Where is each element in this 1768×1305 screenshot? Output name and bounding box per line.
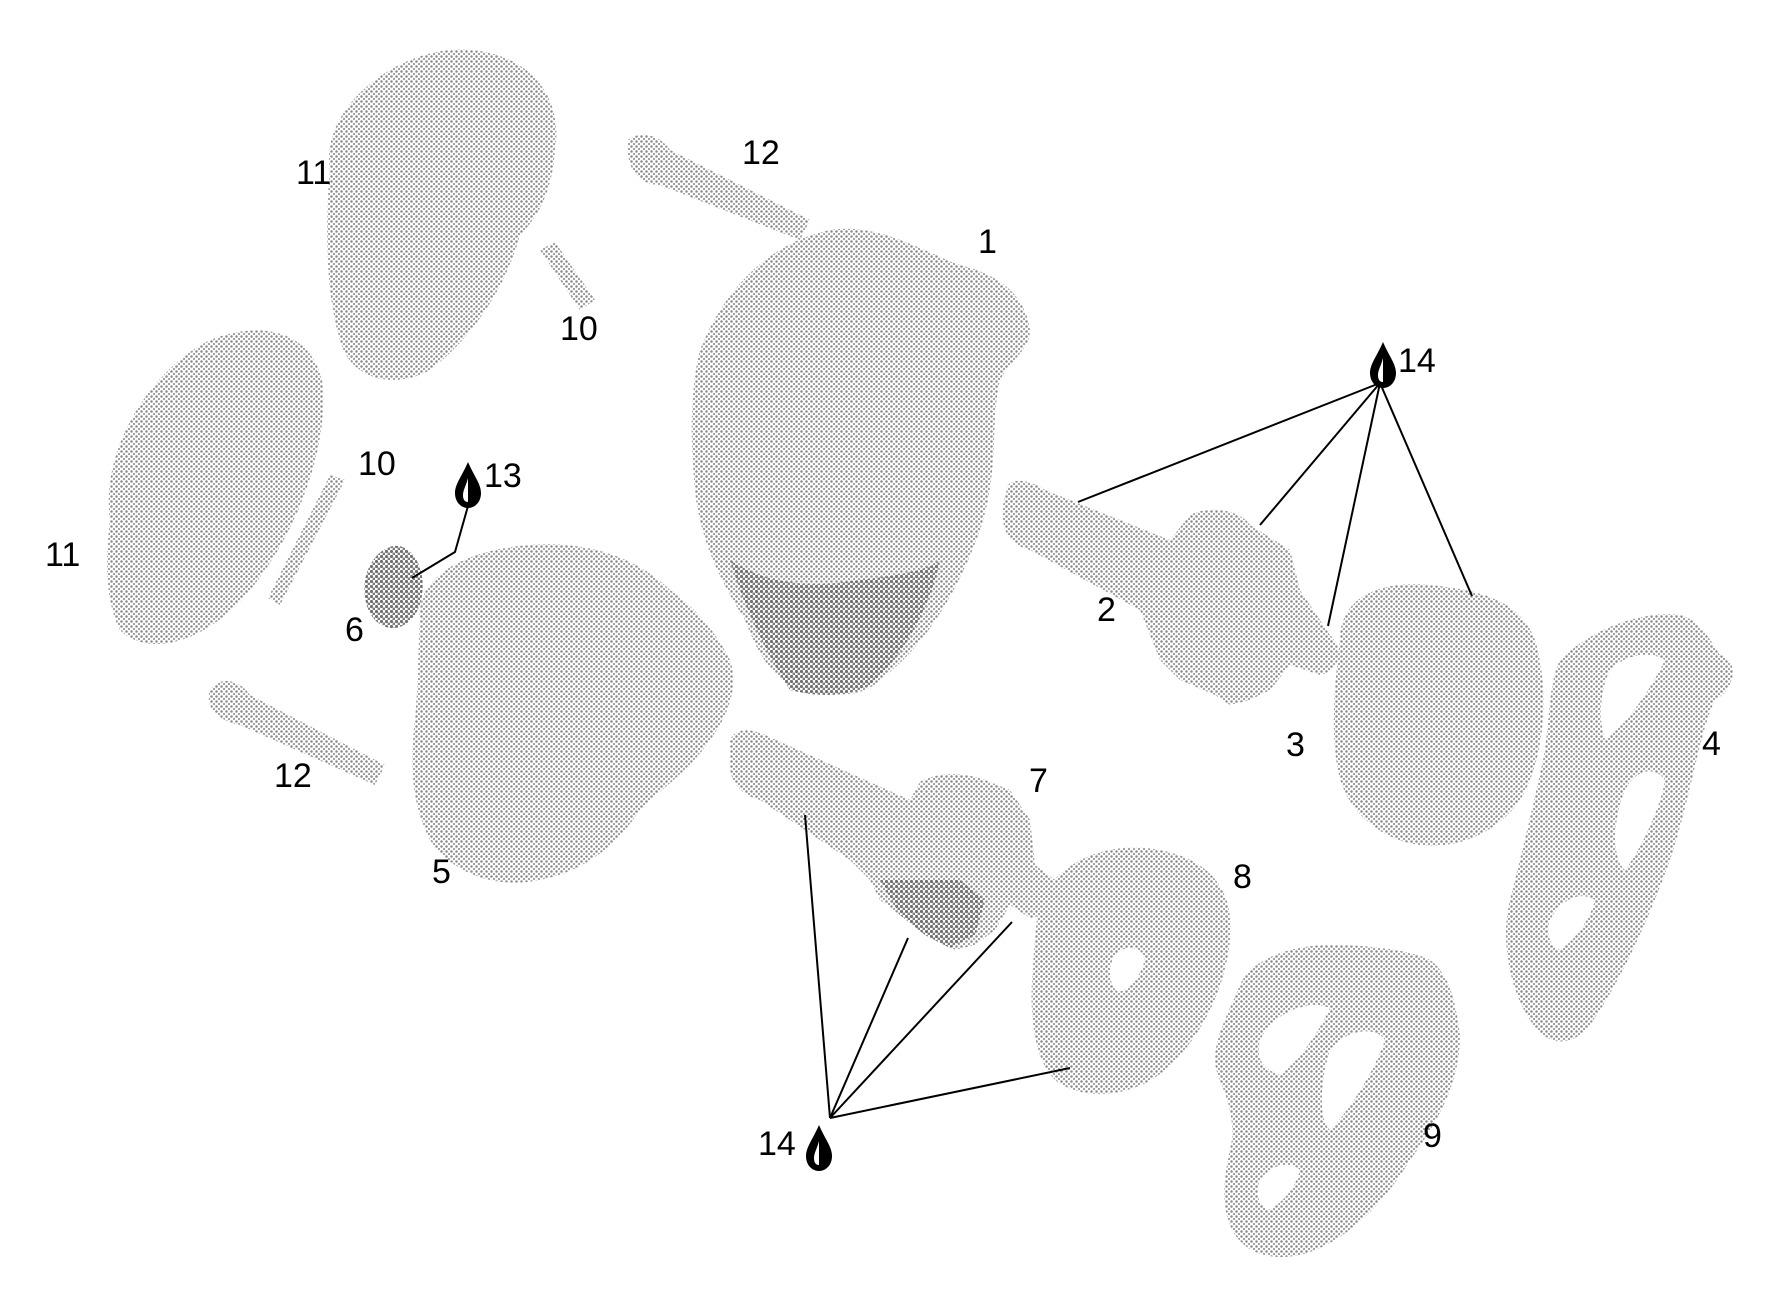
part-11-upper bbox=[327, 49, 557, 380]
part-11-lower bbox=[107, 330, 324, 645]
droplet-icon-highlight-13 bbox=[463, 478, 468, 502]
part-10-upper bbox=[540, 242, 595, 310]
leader-14-lower-c bbox=[829, 921, 1013, 1119]
callout-14-upper: 14 bbox=[1398, 342, 1436, 380]
part-2 bbox=[1002, 480, 1339, 705]
part-5 bbox=[412, 544, 734, 883]
part-3 bbox=[1333, 584, 1544, 846]
droplet-icon-highlight-14-lower bbox=[814, 1141, 819, 1165]
leader-14-upper-d bbox=[1379, 382, 1473, 597]
part-1-base-shading bbox=[730, 560, 940, 695]
callout-1: 1 bbox=[978, 223, 997, 261]
part-8-hole bbox=[1110, 947, 1145, 992]
part-1 bbox=[691, 228, 1030, 695]
callout-13: 13 bbox=[484, 457, 522, 495]
callout-9: 9 bbox=[1423, 1117, 1442, 1155]
callout-11-lower: 11 bbox=[45, 536, 80, 574]
leader-14-lower-b bbox=[829, 937, 909, 1119]
callout-8: 8 bbox=[1233, 858, 1252, 896]
callout-7: 7 bbox=[1029, 762, 1048, 800]
part-4-slot-lower bbox=[1548, 896, 1595, 950]
part-9-slot-b bbox=[1321, 1031, 1385, 1130]
leader-14-upper-b bbox=[1259, 382, 1381, 526]
leader-13 bbox=[411, 505, 469, 579]
part-4-slot-middle bbox=[1615, 771, 1665, 870]
callout-14-lower: 14 bbox=[758, 1125, 796, 1163]
droplet-icon-highlight-14-upper bbox=[1378, 358, 1383, 382]
callout-12-upper: 12 bbox=[742, 134, 780, 172]
part-7-shading bbox=[880, 880, 985, 948]
callout-3: 3 bbox=[1286, 726, 1305, 764]
callout-10-upper: 10 bbox=[560, 310, 598, 348]
part-7 bbox=[729, 730, 1057, 950]
leader-14-lower-d bbox=[829, 1067, 1071, 1119]
part-12-lower bbox=[208, 680, 385, 785]
leader-14-upper-c bbox=[1327, 382, 1381, 627]
part-4-slot-upper bbox=[1600, 654, 1665, 740]
leader-14-lower-a bbox=[804, 814, 831, 1119]
callout-6: 6 bbox=[345, 611, 364, 649]
part-6 bbox=[364, 545, 423, 629]
part-9-slot-a bbox=[1258, 1005, 1330, 1075]
part-9-slot-c bbox=[1257, 1164, 1300, 1210]
part-12-upper bbox=[627, 134, 810, 240]
callout-2: 2 bbox=[1097, 591, 1116, 629]
leader-14-upper-a bbox=[1077, 382, 1381, 503]
callout-11-upper: 11 bbox=[296, 154, 331, 192]
callout-4: 4 bbox=[1702, 725, 1721, 763]
callout-5: 5 bbox=[432, 853, 451, 891]
part-10-lower bbox=[268, 475, 345, 605]
callout-12-lower: 12 bbox=[274, 757, 312, 795]
callout-10-lower: 10 bbox=[358, 445, 396, 483]
